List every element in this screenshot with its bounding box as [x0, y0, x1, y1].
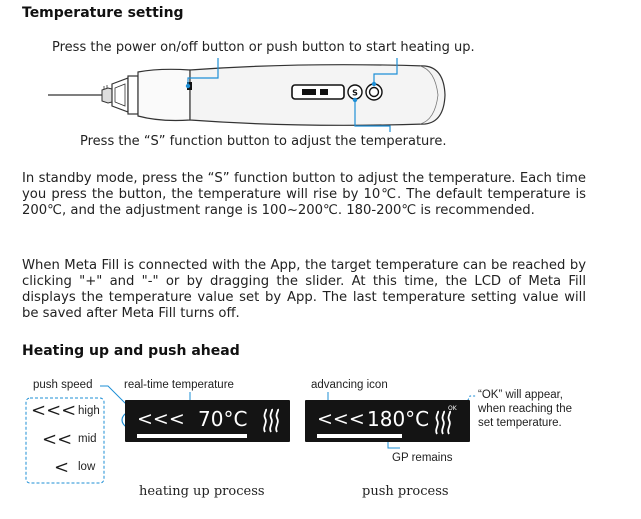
speed-high-label: high [78, 405, 100, 417]
push-lcd-screen: <<< 180°C OK [305, 400, 470, 442]
temperature-setting-title: Temperature setting [22, 5, 184, 21]
standby-paragraph: In standby mode, press the “S” function … [22, 171, 586, 218]
ok-indicator: OK [448, 405, 457, 412]
ok-note: “OK” will appear, when reaching the set … [478, 389, 572, 429]
real-time-temperature-label: real-time temperature [124, 379, 234, 391]
heat-wave-icon [263, 408, 280, 433]
heating-section-title: Heating up and push ahead [22, 343, 240, 359]
device-top-caption: Press the power on/off button or push bu… [52, 40, 475, 55]
gp-remaining-bar [317, 434, 402, 438]
heating-process-caption: heating up process [139, 484, 265, 499]
speed-mid-label: mid [78, 433, 97, 445]
heating-lcd-screen: <<< 70°C [125, 400, 290, 442]
speed-low-label: low [78, 461, 96, 473]
speed-legend: <<< high << mid < low [26, 398, 104, 483]
heating-temperature-value: 70°C [198, 407, 248, 431]
device-bottom-caption: Press the “S” function button to adjust … [80, 134, 447, 149]
advancing-icon-label: advancing icon [311, 379, 388, 391]
app-paragraph: When Meta Fill is connected with the App… [22, 258, 586, 321]
gp-remains-label: GP remains [392, 452, 453, 464]
speed-mid-symbol: << [42, 429, 73, 450]
pen-device-illustration: S [48, 58, 446, 132]
push-speed-label: push speed [33, 379, 93, 391]
push-advance-arrows: <<< [317, 408, 365, 430]
heat-wave-icon [435, 410, 452, 435]
push-temperature-value: 180°C [367, 407, 430, 431]
svg-text:S: S [352, 89, 358, 98]
speed-low-symbol: < [54, 457, 70, 478]
push-process-caption: push process [362, 484, 449, 499]
heating-progress-bar [137, 434, 247, 438]
speed-high-symbol: <<< [31, 400, 77, 421]
heating-advance-arrows: <<< [137, 408, 185, 430]
